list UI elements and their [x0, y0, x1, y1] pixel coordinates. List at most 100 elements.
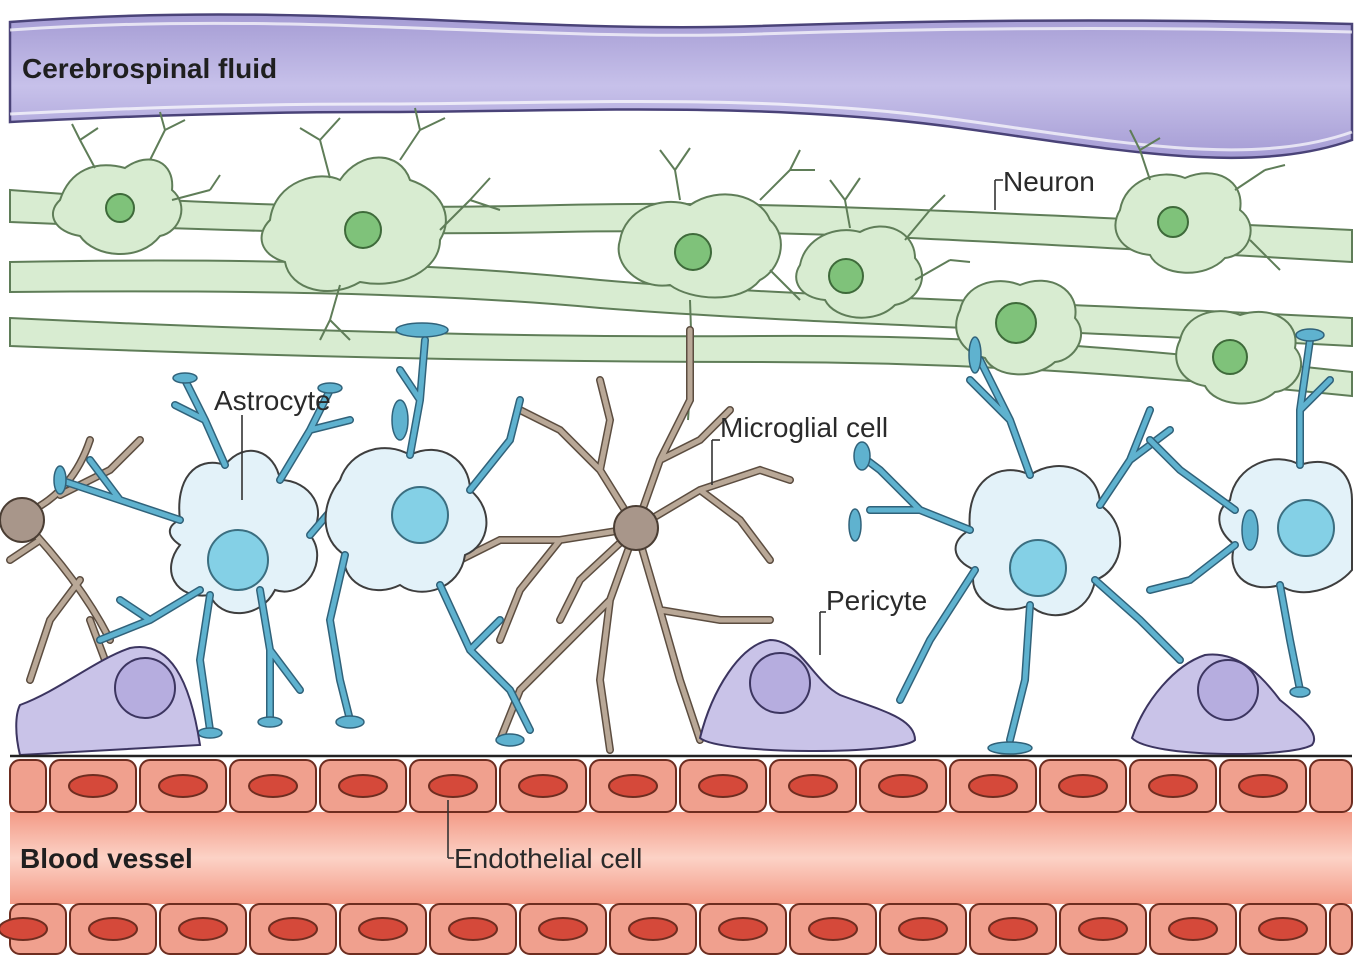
endothelial-cell — [160, 904, 246, 954]
endothelial-cell — [1330, 904, 1352, 954]
endothelial-cell — [430, 904, 516, 954]
neuron-nucleus — [1158, 207, 1188, 237]
endothelial-nucleus — [699, 775, 747, 797]
microglia-nucleus — [614, 506, 658, 550]
pericyte-nucleus — [115, 658, 175, 718]
endothelial-cell — [340, 904, 426, 954]
endothelial-cell — [1310, 760, 1352, 812]
endothelial-nucleus — [179, 918, 227, 940]
endothelial-nucleus — [1239, 775, 1287, 797]
neuron-cell-3 — [619, 148, 815, 420]
endothelial-nucleus — [449, 918, 497, 940]
endothelial-nucleus — [719, 918, 767, 940]
endothelial-cell — [410, 760, 496, 812]
endothelial-cell — [320, 760, 406, 812]
neuron-nucleus — [1213, 340, 1247, 374]
endothelial-cell — [590, 760, 676, 812]
endothelial-cell — [950, 760, 1036, 812]
vessel-lumen — [10, 812, 1352, 904]
neuron-nucleus — [829, 259, 863, 293]
endothelial-cell — [70, 904, 156, 954]
astrocyte-3 — [849, 337, 1180, 754]
endothelial-cell — [1220, 760, 1306, 812]
endothelial-cell — [1240, 904, 1326, 954]
endothelial-nucleus — [1059, 775, 1107, 797]
neuron-layer: Neuron — [10, 108, 1352, 420]
endothelium-lower — [0, 904, 1352, 954]
neuron-nucleus — [675, 234, 711, 270]
neuron-cell-4 — [796, 178, 970, 318]
pericyte-1 — [16, 647, 200, 755]
endothelial-nucleus — [269, 918, 317, 940]
endothelial-cell — [250, 904, 336, 954]
neuron-cell-1 — [53, 112, 220, 254]
astrocyte-nucleus — [208, 530, 268, 590]
pericyte-label: Pericyte — [826, 585, 927, 616]
endothelial-cell — [520, 904, 606, 954]
endothelial-nucleus — [339, 775, 387, 797]
blood-vessel-label: Blood vessel — [20, 843, 193, 874]
endothelial-cell — [680, 760, 766, 812]
neuron-nucleus — [996, 303, 1036, 343]
neuron-label: Neuron — [1003, 166, 1095, 197]
endothelial-cell — [50, 760, 136, 812]
endothelial-nucleus — [809, 918, 857, 940]
endothelial-nucleus — [899, 918, 947, 940]
astrocyte-nucleus — [392, 487, 448, 543]
endothelial-nucleus — [159, 775, 207, 797]
astrocyte-2 — [326, 323, 530, 746]
endothelial-cell — [770, 760, 856, 812]
endothelial-cell-label: Endothelial cell — [454, 843, 642, 874]
blood-vessel-region: Blood vessel Endothelial cell — [0, 756, 1352, 954]
pericyte-3 — [1132, 654, 1314, 754]
endothelial-nucleus — [1149, 775, 1197, 797]
microglia-nucleus — [0, 498, 44, 542]
endothelial-nucleus — [539, 918, 587, 940]
endothelial-cell — [1040, 760, 1126, 812]
endothelial-cell — [0, 904, 66, 954]
endothelial-cell — [1150, 904, 1236, 954]
endothelial-cell — [860, 760, 946, 812]
csf-label: Cerebrospinal fluid — [22, 53, 277, 84]
endothelial-nucleus — [89, 918, 137, 940]
microglial-cell-label: Microglial cell — [720, 412, 888, 443]
astrocyte-nucleus — [1010, 540, 1066, 596]
endothelial-nucleus — [519, 775, 567, 797]
endothelial-nucleus — [969, 775, 1017, 797]
pericyte-nucleus — [1198, 660, 1258, 720]
endothelium-upper — [10, 760, 1352, 812]
endothelial-cell — [880, 904, 966, 954]
endothelial-cell — [790, 904, 876, 954]
endothelial-cell — [140, 760, 226, 812]
endothelial-nucleus — [879, 775, 927, 797]
csf-region: Cerebrospinal fluid — [10, 14, 1352, 157]
endothelial-nucleus — [69, 775, 117, 797]
endothelial-nucleus — [359, 918, 407, 940]
pericyte-nucleus — [750, 653, 810, 713]
pericyte-2 — [700, 640, 915, 751]
endothelial-cell — [1130, 760, 1216, 812]
neuron-nucleus — [106, 194, 134, 222]
endothelial-cell — [970, 904, 1056, 954]
endothelial-nucleus — [629, 918, 677, 940]
endothelial-nucleus — [609, 775, 657, 797]
endothelial-cell — [230, 760, 316, 812]
neuron-cell-7 — [1176, 311, 1301, 403]
neuron-nucleus — [345, 212, 381, 248]
endothelial-cell — [500, 760, 586, 812]
endothelial-nucleus — [989, 918, 1037, 940]
endothelial-nucleus — [1079, 918, 1127, 940]
endothelial-cell — [610, 904, 696, 954]
endothelial-nucleus — [1259, 918, 1307, 940]
endothelial-nucleus — [0, 918, 47, 940]
endothelial-nucleus — [789, 775, 837, 797]
endothelial-nucleus — [1169, 918, 1217, 940]
endothelial-cell — [1060, 904, 1146, 954]
endothelial-nucleus — [429, 775, 477, 797]
endothelial-nucleus — [249, 775, 297, 797]
astrocyte-label: Astrocyte — [214, 385, 331, 416]
endothelial-cell — [700, 904, 786, 954]
astrocyte-nucleus — [1278, 500, 1334, 556]
